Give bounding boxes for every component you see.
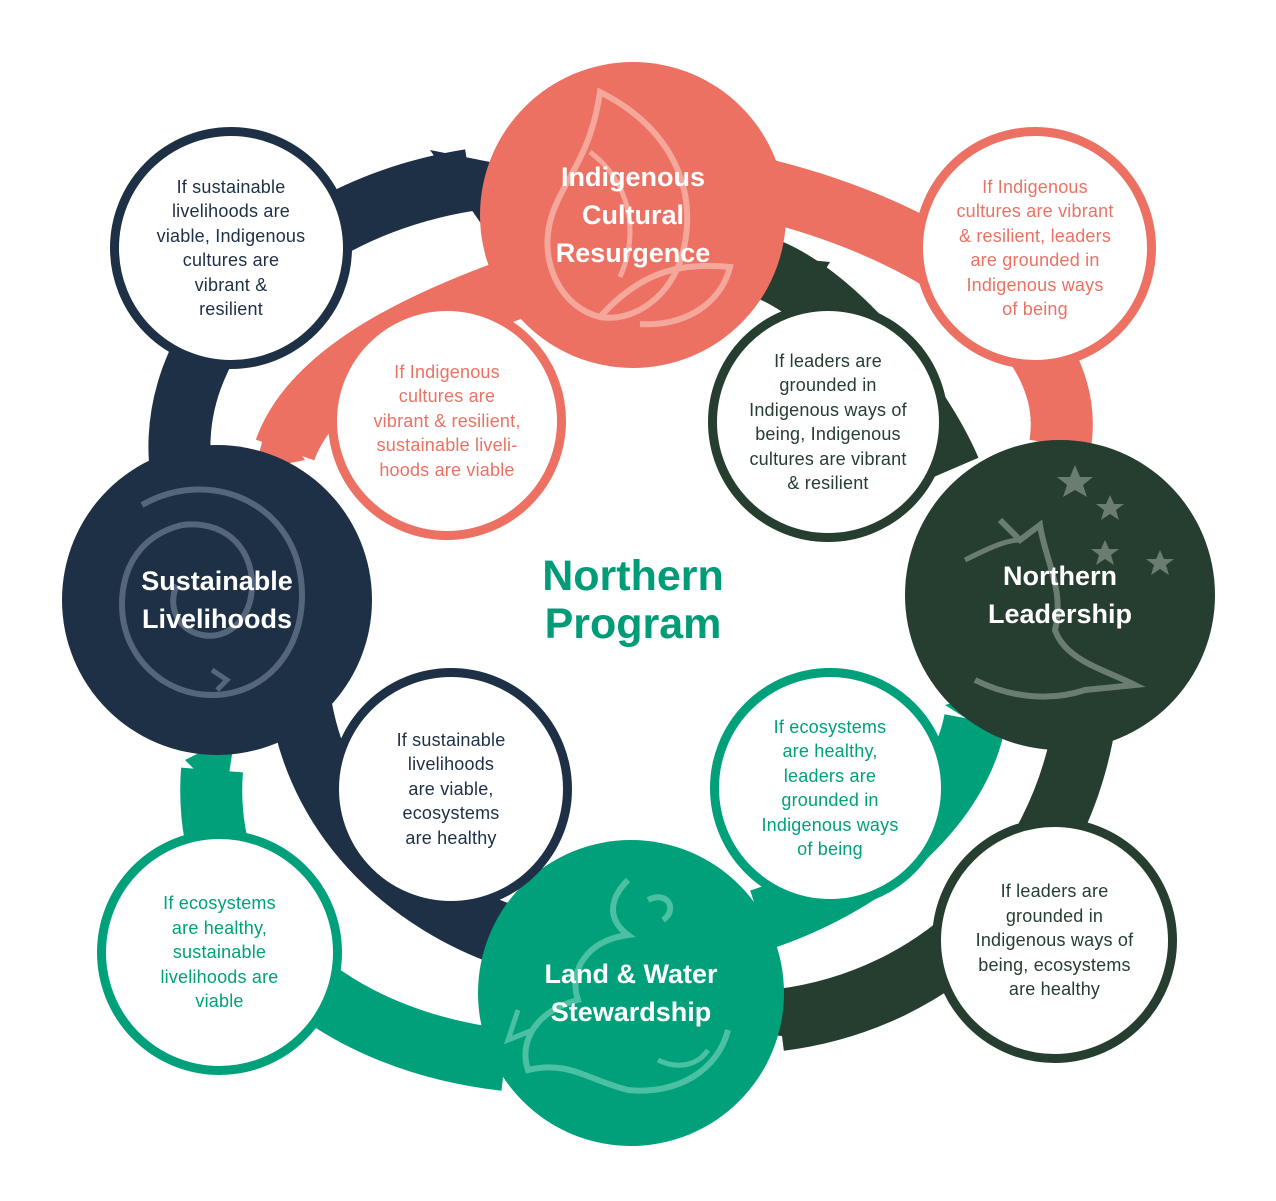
beaver-icon xyxy=(118,486,306,699)
flame-leaf-icon xyxy=(544,87,734,328)
forest-arrowhead-lower xyxy=(770,990,830,1040)
bubble-cultures-to-livelihoods: If Indigenous cultures are vibrant & res… xyxy=(328,302,566,540)
bubble-livelihoods-to-ecosystems: If sustainable livelihoods are viable, e… xyxy=(330,668,572,910)
bubble-leaders-to-ecosystems: If leaders are grounded in Indigenous wa… xyxy=(932,818,1177,1063)
bubble-ecosystems-to-leaders: If ecosystems are healthy, leaders are g… xyxy=(710,668,950,908)
node-northern-leadership: Northern Leadership xyxy=(905,440,1215,750)
node-indigenous-cultural-resurgence: Indigenous Cultural Resurgence xyxy=(480,62,786,368)
bubble-livelihoods-to-cultures: If sustainable livelihoods are viable, I… xyxy=(110,127,352,369)
node-land-water-stewardship: Land & Water Stewardship xyxy=(478,840,784,1146)
node-label: Sustainable Livelihoods xyxy=(141,566,293,634)
center-title: Northern Program xyxy=(542,552,724,648)
node-label: Indigenous Cultural Resurgence xyxy=(555,162,711,268)
howling-wolf-icon xyxy=(963,465,1174,700)
bubble-ecosystems-to-livelihoods: If ecosystems are healthy, sustainable l… xyxy=(97,830,342,1075)
node-sustainable-livelihoods: Sustainable Livelihoods xyxy=(62,445,372,755)
salmon-fish-icon xyxy=(503,877,731,1094)
node-label: Land & Water Stewardship xyxy=(544,959,718,1027)
node-label: Northern Leadership xyxy=(987,561,1133,629)
bubble-leaders-to-cultures: If leaders are grounded in Indigenous wa… xyxy=(708,302,948,542)
bubble-cultures-to-leaders: If Indigenous cultures are vibrant & res… xyxy=(914,127,1156,369)
